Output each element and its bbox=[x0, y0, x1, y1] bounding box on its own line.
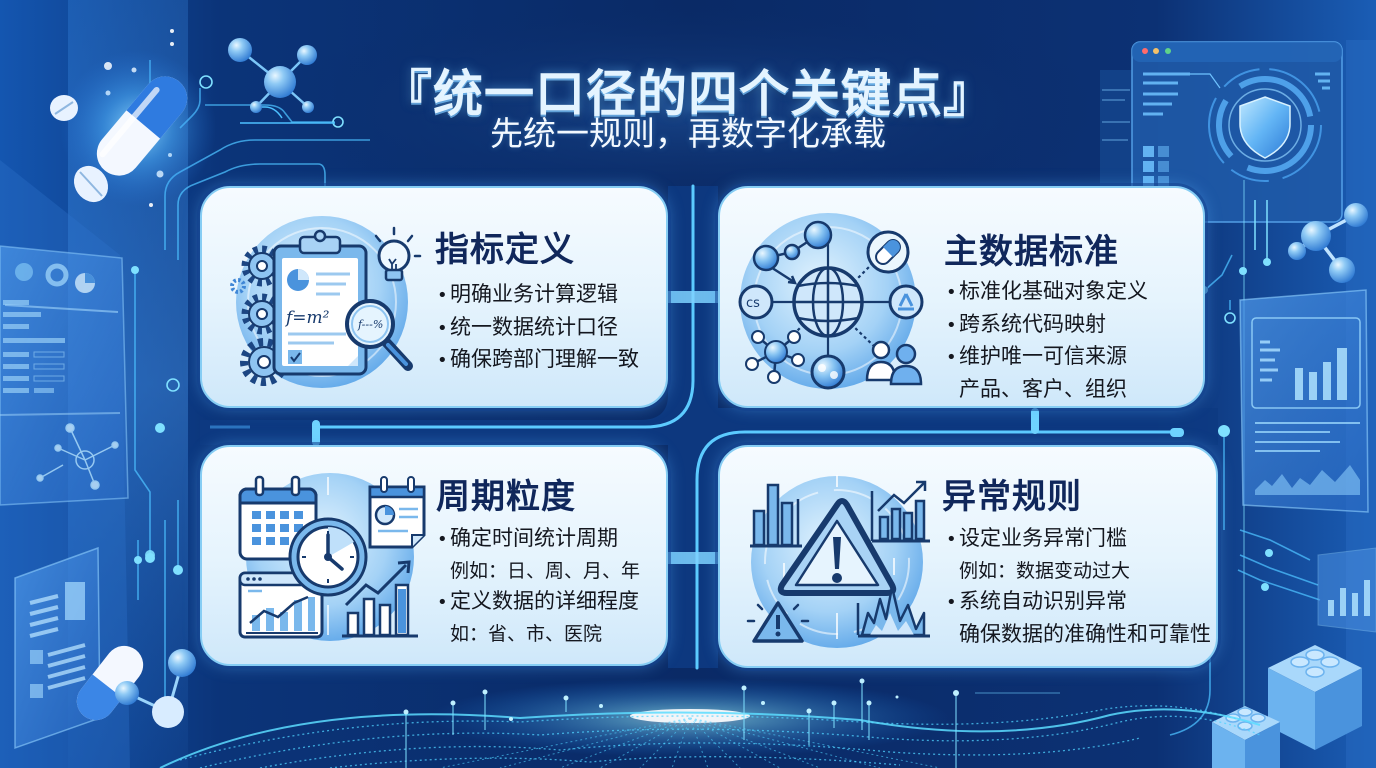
card-title: 主数据标准 bbox=[944, 232, 1119, 272]
building-blocks-icon bbox=[1212, 645, 1362, 768]
molecule-icon bbox=[745, 330, 805, 384]
small-warning-icon bbox=[746, 601, 810, 643]
calendar-clock-icon bbox=[238, 473, 426, 641]
list-item: •统一数据统计口径 bbox=[437, 312, 639, 345]
card-title: 周期粒度 bbox=[436, 477, 576, 517]
card-bullet-list: •标准化基础对象定义 •跨系统代码映射 •维护唯一可信来源 产品、客户、组织 bbox=[946, 276, 1148, 404]
card-anomaly-rules: 异常规则 •设定业务异常门槛 例如：数据变动过大 •系统自动识别异常 确保数据的… bbox=[718, 445, 1218, 668]
page-title: 『统一口径的四个关键点』 bbox=[382, 65, 994, 123]
connector-tick-left bbox=[312, 420, 320, 446]
network-nodes-icon bbox=[752, 220, 833, 285]
warning-alert-icon bbox=[746, 475, 930, 648]
list-item-example: 如：省、市、医院 bbox=[450, 622, 603, 645]
bullet-icon: • bbox=[437, 529, 448, 550]
bullet-icon: • bbox=[437, 592, 448, 613]
connector-line-bottom bbox=[695, 430, 1182, 670]
connector-line-top bbox=[314, 184, 695, 429]
users-icon bbox=[865, 340, 923, 386]
bullet-icon: • bbox=[946, 529, 957, 550]
card-bullet-list: •设定业务异常门槛 例如：数据变动过大 •系统自动识别异常 确保数据的准确性和可… bbox=[946, 523, 1211, 649]
magnifier-icon: f---% bbox=[345, 299, 413, 371]
globe-icon bbox=[792, 266, 864, 338]
sphere-node-icon bbox=[810, 354, 846, 390]
card-metric-definition: f=m² f---% 指标定义 •明确业务计算逻辑 •统一数据统计口径 •确保跨… bbox=[200, 186, 668, 408]
list-item: •确定时间统计周期 bbox=[437, 523, 640, 556]
window-dot-yellow bbox=[1153, 48, 1159, 54]
molecule-icon-bottom bbox=[115, 649, 196, 728]
globe-network-icon: cs bbox=[738, 213, 924, 390]
dashboard-panel bbox=[0, 245, 129, 506]
clock-icon bbox=[288, 517, 368, 597]
card-master-data-standard: cs 主数据标准 •标准化基础对象定义 •跨系统代码映射 •维护唯一可信来源 产… bbox=[718, 186, 1205, 408]
card-period-granularity: 周期粒度 •确定时间统计周期 例如：日、周、月、年 •定义数据的详细程度 如：省… bbox=[200, 445, 668, 666]
pill-icon bbox=[866, 230, 910, 274]
list-item-continuation: 产品、客户、组织 bbox=[959, 376, 1127, 401]
bullet-icon: • bbox=[946, 314, 957, 336]
chart-panel-small bbox=[1317, 547, 1376, 633]
list-item: •系统自动识别异常 bbox=[946, 586, 1211, 619]
bar-chart-trend-icon bbox=[342, 560, 418, 638]
capsule-pill-icon bbox=[60, 50, 216, 206]
card-title: 异常规则 bbox=[942, 477, 1082, 517]
list-item: •标准化基础对象定义 bbox=[946, 276, 1148, 309]
list-item: •跨系统代码映射 bbox=[946, 309, 1148, 342]
list-item-example: 例如：数据变动过大 bbox=[959, 559, 1131, 582]
molecule-icon-right bbox=[1288, 203, 1368, 283]
bullet-icon: • bbox=[437, 350, 448, 371]
connector-tick-right bbox=[1031, 408, 1039, 434]
clipboard-icon: f=m² bbox=[272, 229, 368, 376]
bullet-icon: • bbox=[946, 282, 957, 303]
bullet-icon: • bbox=[437, 317, 448, 339]
svg-text:cs: cs bbox=[746, 296, 760, 311]
card-title: 指标定义 bbox=[435, 230, 575, 270]
list-item: •维护唯一可信来源 bbox=[946, 341, 1148, 374]
list-item-continuation: 确保数据的准确性和可靠性 bbox=[959, 621, 1211, 646]
card-bullet-list: •明确业务计算逻辑 •统一数据统计口径 •确保跨部门理解一致 bbox=[437, 279, 639, 377]
glowing-wave-mesh bbox=[159, 678, 1261, 768]
connector-bar-bottom bbox=[664, 552, 722, 564]
magnifier-label: f---% bbox=[357, 318, 383, 331]
capsule-pill-icon-bottom bbox=[76, 645, 144, 721]
bar-chart-icon bbox=[750, 483, 802, 548]
bar-chart-panel bbox=[1239, 289, 1369, 513]
tablet-icon bbox=[50, 95, 109, 203]
window-dot-red bbox=[1142, 48, 1148, 54]
list-item: •确保跨部门理解一致 bbox=[437, 344, 639, 377]
window-dot-green bbox=[1165, 48, 1171, 54]
trend-chart-icon bbox=[870, 480, 930, 543]
formula-label: f=m² bbox=[284, 308, 330, 328]
bullet-icon: • bbox=[946, 592, 957, 613]
hierarchy-icon bbox=[888, 284, 924, 320]
lightbulb-icon bbox=[374, 226, 422, 282]
molecule-icon bbox=[228, 38, 335, 124]
clipboard-formula-icon: f=m² f---% bbox=[230, 216, 422, 388]
bullet-icon: • bbox=[946, 347, 957, 368]
spike-chart-icon bbox=[856, 585, 930, 638]
connector-bar-top bbox=[664, 291, 722, 303]
code-icon: cs bbox=[738, 284, 774, 320]
list-item-example: 例如：日、周、月、年 bbox=[450, 559, 641, 582]
list-item: •明确业务计算逻辑 bbox=[437, 279, 639, 312]
calendar-icon bbox=[238, 475, 318, 561]
list-item: •设定业务异常门槛 bbox=[946, 523, 1211, 556]
browser-window-shield-icon bbox=[1100, 41, 1343, 768]
bullet-icon: • bbox=[437, 285, 448, 306]
card-bullet-list: •确定时间统计周期 例如：日、周、月、年 •定义数据的详细程度 如：省、市、医院 bbox=[437, 523, 640, 649]
page-subtitle: 先统一规则，再数字化承载 bbox=[490, 114, 886, 153]
report-document-icon bbox=[368, 476, 426, 549]
list-item: •定义数据的详细程度 bbox=[437, 586, 640, 619]
